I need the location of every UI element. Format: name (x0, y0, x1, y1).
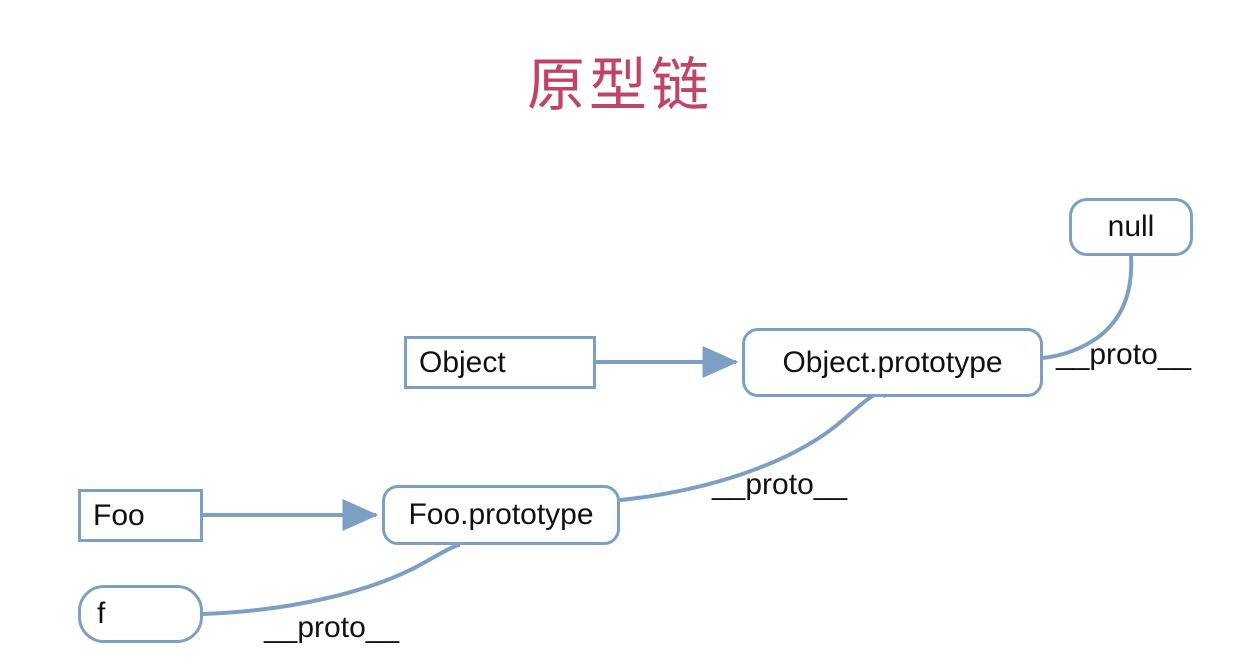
node-f-label: f (97, 597, 106, 630)
edge-label-proto-null: __proto__ (1056, 338, 1192, 371)
node-foo[interactable]: Foo (78, 489, 203, 542)
node-null-label: null (1107, 210, 1155, 243)
edge-label-proto-object-prototype: __proto__ (712, 468, 848, 501)
node-foo-label: Foo (93, 498, 145, 532)
node-foo-prototype-label: Foo.prototype (408, 498, 594, 531)
edge-label-proto-foo-prototype: __proto__ (264, 611, 400, 644)
edge-f-to-foo-prototype (202, 543, 461, 616)
node-object-label: Object (419, 345, 506, 379)
node-object[interactable]: Object (404, 336, 596, 389)
node-object-prototype[interactable]: Object.prototype (742, 328, 1043, 397)
node-f[interactable]: f (78, 585, 203, 643)
node-null[interactable]: null (1069, 198, 1193, 256)
node-object-prototype-label: Object.prototype (782, 345, 1003, 379)
page-title: 原型链 (526, 51, 713, 119)
node-foo-prototype[interactable]: Foo.prototype (382, 485, 620, 545)
